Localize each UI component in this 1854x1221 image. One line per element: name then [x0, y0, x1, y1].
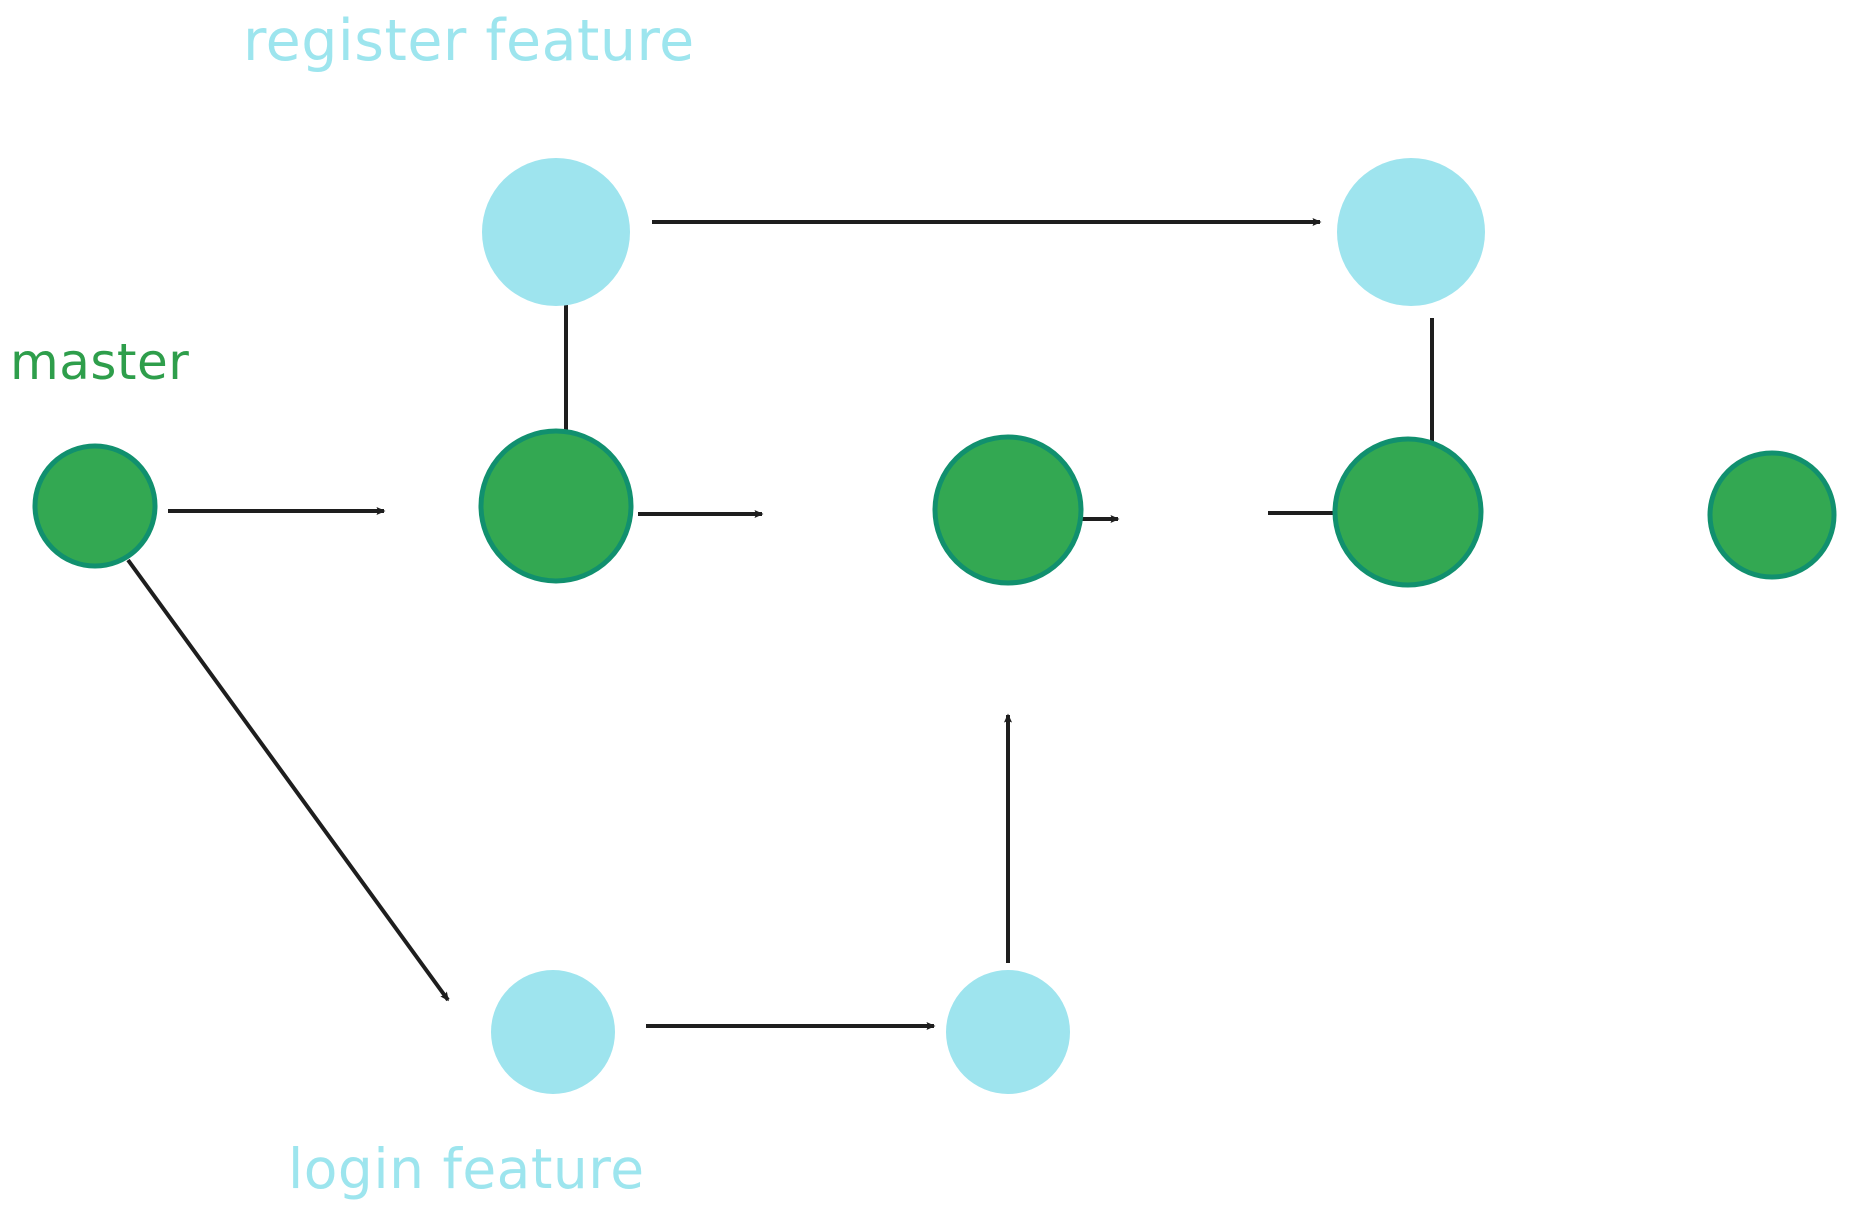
commit-node-login-2[interactable]	[946, 970, 1070, 1094]
commit-node-register-2[interactable]	[1337, 158, 1485, 306]
edge-branch-master-to-login	[126, 558, 450, 1002]
commit-node-register-1[interactable]	[482, 158, 630, 306]
branch-label-master: master	[10, 333, 190, 391]
commit-node-master-1[interactable]	[32, 443, 158, 569]
edges-layer	[126, 217, 1437, 1031]
commit-node-login-1[interactable]	[491, 970, 615, 1094]
branch-label-login-feature: login feature	[288, 1137, 645, 1201]
commit-node-master-4[interactable]	[1332, 436, 1484, 588]
commit-node-master-5[interactable]	[1707, 450, 1837, 580]
nodes-layer	[32, 158, 1837, 1094]
branch-label-register-feature: register feature	[243, 8, 695, 74]
commit-node-master-2[interactable]	[478, 428, 634, 584]
commit-node-master-3[interactable]	[932, 434, 1084, 586]
